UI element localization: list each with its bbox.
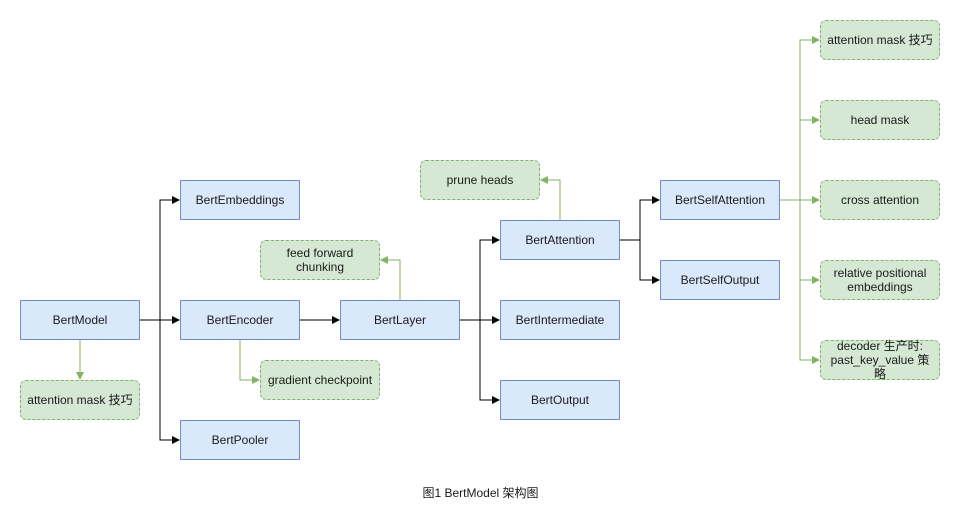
figure-caption: 图1 BertModel 架构图 <box>422 486 539 500</box>
edge-model-to-pooler <box>159 320 180 444</box>
node-bert-self-output: BertSelfOutput <box>660 260 780 300</box>
edge-layer-to-feed-forward <box>380 256 401 300</box>
node-bert-pooler: BertPooler <box>180 420 300 460</box>
node-head-mask: head mask <box>820 100 940 140</box>
node-bert-attention: BertAttention <box>500 220 620 260</box>
edge-layer-to-output <box>479 320 500 404</box>
node-bert-intermediate: BertIntermediate <box>500 300 620 340</box>
node-cross-attention: cross attention <box>820 180 940 220</box>
node-bert-self-attention: BertSelfAttention <box>660 180 780 220</box>
edge-attention-to-prune-heads <box>540 176 561 220</box>
node-feed-forward-chunking: feed forward chunking <box>260 240 380 280</box>
node-bert-embeddings: BertEmbeddings <box>180 180 300 220</box>
edge-attention-to-self-output <box>639 240 660 284</box>
node-bert-layer: BertLayer <box>340 300 460 340</box>
node-bert-model: BertModel <box>20 300 140 340</box>
edge-self-attention-to-decoder <box>799 280 820 364</box>
node-attention-mask-right: attention mask 技巧 <box>820 20 940 60</box>
node-relative-positional-embeddings: relative positional embeddings <box>820 260 940 300</box>
edge-self-attention-to-relative-pos <box>799 200 820 284</box>
node-attention-mask-left: attention mask 技巧 <box>20 380 140 420</box>
edge-layer-to-attention <box>460 236 500 321</box>
node-prune-heads: prune heads <box>420 160 540 200</box>
edge-attention-to-self-attention <box>620 196 660 241</box>
edge-encoder-to-gradient-checkpoint <box>239 340 260 384</box>
node-gradient-checkpoint: gradient checkpoint <box>260 360 380 400</box>
edge-model-to-embeddings <box>140 196 180 321</box>
node-decoder-strategy: decoder 生产时: past_key_value 策略 <box>820 339 940 381</box>
node-bert-encoder: BertEncoder <box>180 300 300 340</box>
node-bert-output: BertOutput <box>500 380 620 420</box>
